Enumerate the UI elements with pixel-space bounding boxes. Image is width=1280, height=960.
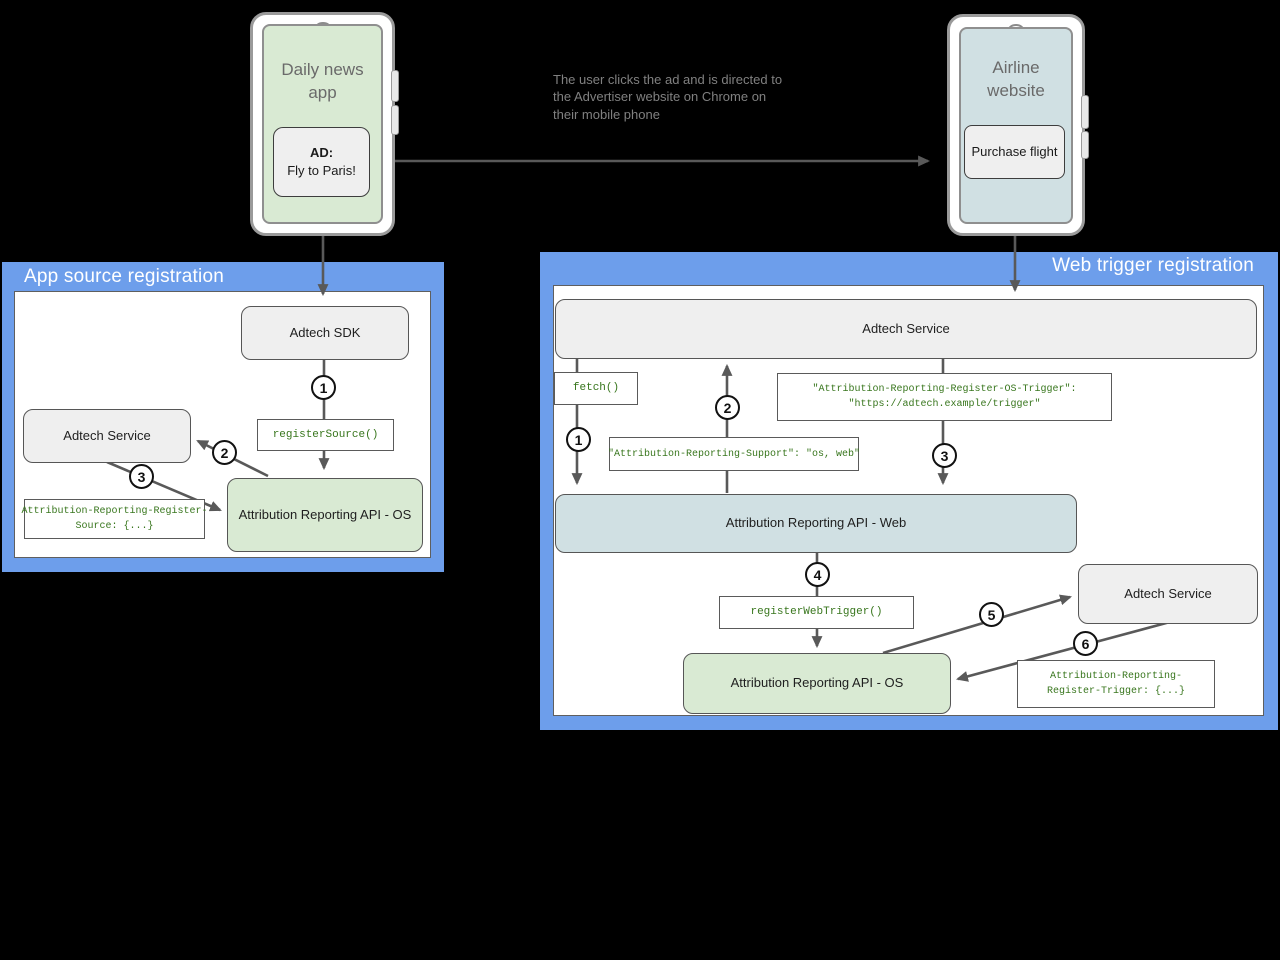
airline-website-label: Airline website <box>987 58 1045 100</box>
airline-screen: Airline website Purchase flight <box>959 27 1073 224</box>
step-badge-2: 2 <box>212 440 237 465</box>
adtech-service-node-left: Adtech Service <box>23 409 191 463</box>
attribution-reporting-api-web-node: Attribution Reporting API - Web <box>555 494 1077 553</box>
ad-banner-text: Fly to Paris! <box>287 163 356 178</box>
support-header-box: "Attribution-Reporting-Support": "os, we… <box>607 437 861 471</box>
register-web-trigger-code-box: registerWebTrigger() <box>719 596 914 629</box>
register-web-trigger-code: registerWebTrigger() <box>750 606 883 619</box>
adtech-sdk-label: Adtech SDK <box>289 324 361 340</box>
ara-os-label: Attribution Reporting API - OS <box>238 506 412 522</box>
web-trigger-panel-title: Web trigger registration <box>1052 255 1254 276</box>
support-header-code: "Attribution-Reporting-Support": "os, we… <box>607 448 861 460</box>
daily-news-phone: Daily news app AD: Fly to Paris! <box>250 12 399 236</box>
register-source-code: registerSource() <box>272 428 379 441</box>
adtech-service-node-right: Adtech Service <box>1078 564 1258 624</box>
step-badge-4-web: 4 <box>805 562 830 587</box>
daily-news-app-label: Daily news app <box>281 60 364 102</box>
os-trigger-header-line2: "https://adtech.example/trigger" <box>848 399 1041 410</box>
adtech-service-label: Adtech Service <box>63 427 151 443</box>
purchase-flight-label: Purchase flight <box>971 143 1058 159</box>
phone-side-button <box>391 105 399 135</box>
phone-side-button <box>391 70 399 102</box>
register-os-trigger-header-box: "Attribution-Reporting-Register-OS-Trigg… <box>777 373 1112 421</box>
phone-side-button <box>1081 131 1089 159</box>
register-source-header-line1: Attribution-Reporting-Register- <box>21 506 208 517</box>
phone-side-button <box>1081 95 1089 129</box>
step-badge-3: 3 <box>129 464 154 489</box>
fetch-code-box: fetch() <box>554 372 638 405</box>
step-badge-2-web: 2 <box>715 395 740 420</box>
ad-banner-title: AD: <box>309 144 334 160</box>
daily-news-screen: Daily news app AD: Fly to Paris! <box>262 24 383 224</box>
register-source-code-box: registerSource() <box>257 419 394 451</box>
ad-banner: AD: Fly to Paris! <box>273 127 370 197</box>
register-source-header-line2: Source: {...} <box>75 521 154 532</box>
attribution-reporting-api-os-node-right: Attribution Reporting API - OS <box>683 653 951 714</box>
fetch-code: fetch() <box>572 382 620 395</box>
purchase-flight-button: Purchase flight <box>964 125 1065 179</box>
os-trigger-header-line1: "Attribution-Reporting-Register-OS-Trigg… <box>812 384 1077 395</box>
user-click-annotation: The user clicks the ad and is directed t… <box>553 72 783 122</box>
arrow-os-to-adtech-step5 <box>882 594 1072 655</box>
register-trigger-line2: Register-Trigger: {...} <box>1046 686 1186 697</box>
step-badge-3-web: 3 <box>932 443 957 468</box>
step-badge-5-web: 5 <box>979 602 1004 627</box>
airline-phone: Airline website Purchase flight <box>947 14 1089 236</box>
step-badge-1-web: 1 <box>566 427 591 452</box>
adtech-service-right-label: Adtech Service <box>1124 585 1212 601</box>
register-trigger-header-box: Attribution-Reporting- Register-Trigger:… <box>1017 660 1215 708</box>
attribution-reporting-api-os-node-left: Attribution Reporting API - OS <box>227 478 423 552</box>
step-badge-6-web: 6 <box>1073 631 1098 656</box>
ara-web-label: Attribution Reporting API - Web <box>725 515 907 531</box>
register-source-header-box: Attribution-Reporting-Register- Source: … <box>21 499 208 539</box>
app-source-panel-title: App source registration <box>24 266 224 287</box>
ara-os-right-label: Attribution Reporting API - OS <box>730 675 904 691</box>
register-trigger-line1: Attribution-Reporting- <box>1049 671 1183 682</box>
arrow-adtech-to-os-step6 <box>955 620 1171 682</box>
adtech-service-node-top: Adtech Service <box>555 299 1257 359</box>
step-badge-1: 1 <box>311 375 336 400</box>
adtech-service-top-label: Adtech Service <box>862 320 950 336</box>
adtech-sdk-node: Adtech SDK <box>241 306 409 360</box>
